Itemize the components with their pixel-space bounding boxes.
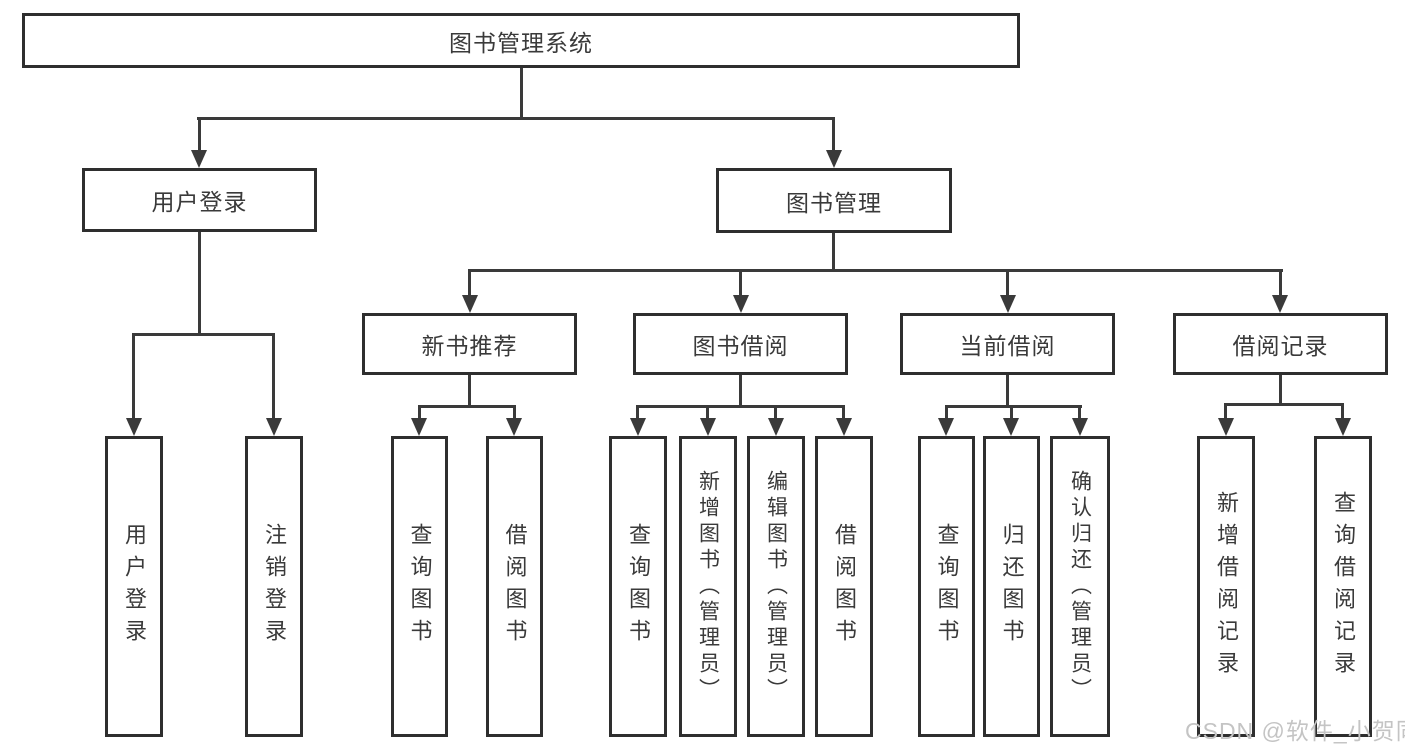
connector-drop-new-books [468, 269, 471, 297]
connector-borrow-records-branch [1224, 403, 1344, 406]
leaf-current-confirm: 确认归还（管理员） [1050, 436, 1110, 737]
leaf-records-query: 查询借阅记录 [1314, 436, 1372, 737]
connector-drop-user-login [198, 117, 201, 152]
node-new-books: 新书推荐 [362, 313, 577, 375]
connector-drop-cb-confirm [1078, 405, 1081, 420]
leaf-login: 用户登录 [105, 436, 163, 737]
arrow-down-icon [1218, 418, 1234, 436]
leaf-current-confirm-label: 确认归还（管理员） [1068, 469, 1092, 704]
connector-drop-book-borrow [739, 269, 742, 297]
node-book-borrow-label: 图书借阅 [692, 333, 789, 359]
connector-root-stem [520, 68, 523, 120]
watermark: CSDN @软件_小贺同学 [1185, 718, 1405, 744]
connector-drop-br-query [1341, 403, 1344, 420]
node-user-login-label: 用户登录 [151, 189, 248, 215]
leaf-newbooks-query: 查询图书 [391, 436, 448, 737]
connector-drop-bb-edit [774, 405, 777, 420]
node-new-books-label: 新书推荐 [421, 333, 518, 359]
node-book-mgmt: 图书管理 [716, 168, 952, 233]
arrow-down-icon [191, 150, 207, 168]
leaf-newbooks-borrow: 借阅图书 [486, 436, 543, 737]
node-current-borrow-label: 当前借阅 [959, 333, 1056, 359]
connector-drop-book-mgmt [832, 117, 835, 152]
leaf-bookborrow-add: 新增图书（管理员） [679, 436, 737, 737]
connector-drop-cb-return [1010, 405, 1013, 420]
connector-drop-nb-borrow [513, 405, 516, 420]
arrow-down-icon [1335, 418, 1351, 436]
connector-drop-bb-query [636, 405, 639, 420]
leaf-current-query-label: 查询图书 [934, 522, 960, 651]
arrow-down-icon [733, 295, 749, 313]
arrow-down-icon [700, 418, 716, 436]
connector-drop-login [132, 333, 135, 420]
leaf-bookborrow-edit-label: 编辑图书（管理员） [764, 469, 788, 704]
node-root: 图书管理系统 [22, 13, 1020, 68]
leaf-newbooks-borrow-label: 借阅图书 [502, 522, 528, 651]
arrow-down-icon [1072, 418, 1088, 436]
connector-book-mgmt-stem [832, 233, 835, 271]
leaf-current-return: 归还图书 [983, 436, 1040, 737]
connector-root-branch [197, 117, 834, 120]
arrow-down-icon [938, 418, 954, 436]
connector-book-borrow-stem [739, 375, 742, 407]
node-borrow-records: 借阅记录 [1173, 313, 1388, 375]
connector-drop-nb-query [418, 405, 421, 420]
leaf-logout-label: 注销登录 [262, 522, 287, 651]
arrow-down-icon [768, 418, 784, 436]
leaf-current-query: 查询图书 [918, 436, 975, 737]
arrow-down-icon [1272, 295, 1288, 313]
arrow-down-icon [126, 418, 142, 436]
leaf-logout: 注销登录 [245, 436, 303, 737]
connector-current-borrow-stem [1006, 375, 1009, 407]
arrow-down-icon [826, 150, 842, 168]
node-book-mgmt-label: 图书管理 [786, 189, 882, 216]
node-current-borrow: 当前借阅 [900, 313, 1115, 375]
leaf-records-add: 新增借阅记录 [1197, 436, 1255, 737]
arrow-down-icon [836, 418, 852, 436]
node-book-borrow: 图书借阅 [633, 313, 848, 375]
leaf-newbooks-query-label: 查询图书 [407, 522, 433, 651]
connector-drop-logout [272, 333, 275, 420]
connector-user-login-stem [198, 232, 201, 335]
node-root-label: 图书管理系统 [449, 29, 593, 56]
connector-borrow-records-stem [1279, 375, 1282, 405]
connector-drop-cb-query [945, 405, 948, 420]
arrow-down-icon [1000, 295, 1016, 313]
connector-book-borrow-branch [636, 405, 845, 408]
arrow-down-icon [506, 418, 522, 436]
leaf-records-add-label: 新增借阅记录 [1214, 490, 1239, 683]
leaf-bookborrow-query-label: 查询图书 [626, 522, 651, 651]
leaf-bookborrow-borrow-label: 借阅图书 [832, 522, 857, 651]
connector-book-mgmt-branch [468, 269, 1283, 272]
leaf-bookborrow-borrow: 借阅图书 [815, 436, 873, 737]
node-borrow-records-label: 借阅记录 [1232, 333, 1329, 359]
connector-drop-br-add [1224, 403, 1227, 420]
leaf-bookborrow-query: 查询图书 [609, 436, 667, 737]
arrow-down-icon [411, 418, 427, 436]
connector-new-books-stem [468, 375, 471, 407]
leaf-login-label: 用户登录 [122, 522, 147, 651]
connector-drop-bb-add [706, 405, 709, 420]
arrow-down-icon [462, 295, 478, 313]
arrow-down-icon [630, 418, 646, 436]
connector-drop-borrow-records [1279, 269, 1282, 297]
leaf-records-query-label: 查询借阅记录 [1331, 490, 1356, 683]
arrow-down-icon [1003, 418, 1019, 436]
node-user-login: 用户登录 [82, 168, 317, 232]
connector-drop-bb-borrow [842, 405, 845, 420]
leaf-bookborrow-edit: 编辑图书（管理员） [747, 436, 805, 737]
leaf-bookborrow-add-label: 新增图书（管理员） [696, 469, 720, 704]
connector-current-borrow-branch [945, 405, 1082, 408]
connector-user-login-branch [132, 333, 275, 336]
arrow-down-icon [266, 418, 282, 436]
connector-drop-current-borrow [1006, 269, 1009, 297]
leaf-current-return-label: 归还图书 [999, 522, 1025, 651]
connector-new-books-branch [418, 405, 516, 408]
